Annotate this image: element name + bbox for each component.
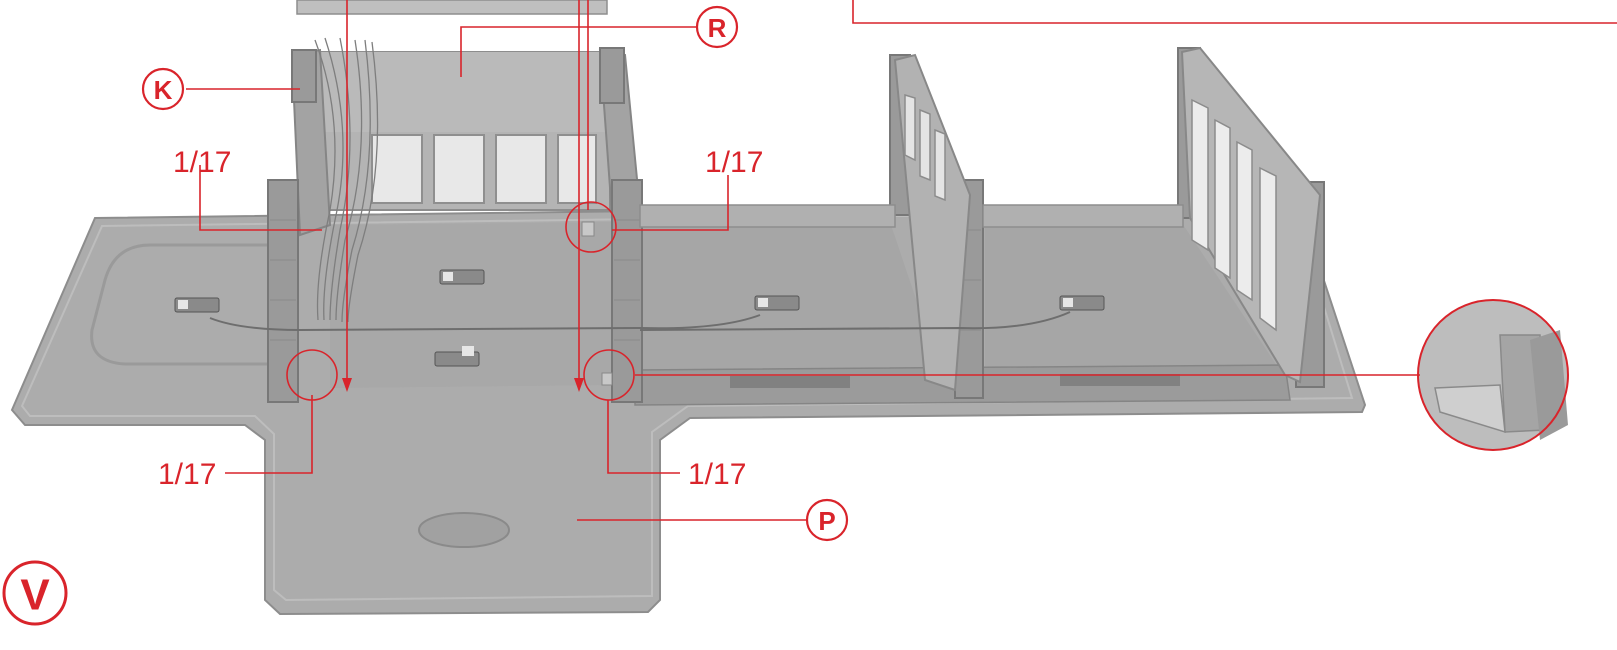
pillar-texture bbox=[270, 219, 981, 341]
arrow-down-icon-2 bbox=[574, 378, 584, 392]
part-number-top-left: 1/17 bbox=[173, 146, 231, 179]
part-number-bottom-left: 1/17 bbox=[158, 458, 216, 491]
bay-back-wall-1 bbox=[639, 204, 896, 228]
leader-part-top-left bbox=[199, 165, 322, 231]
round-recess bbox=[418, 512, 510, 548]
embossed-text-2 bbox=[1060, 374, 1180, 386]
leader-part-bottom-left bbox=[225, 395, 313, 474]
small-tab-2 bbox=[601, 372, 613, 386]
middle-wall-windows bbox=[904, 93, 946, 202]
bay-floor-2 bbox=[985, 220, 1285, 385]
top-part-fragment bbox=[296, 0, 608, 15]
right-wall-windows bbox=[1191, 98, 1277, 332]
track-groove bbox=[90, 243, 278, 366]
leader-r bbox=[460, 26, 697, 77]
badge-r: R bbox=[695, 5, 739, 49]
detail-zoom bbox=[1417, 299, 1569, 451]
step-badge-label: V bbox=[20, 571, 50, 620]
back-wall-top bbox=[305, 52, 605, 132]
bay-floor-0 bbox=[330, 222, 615, 388]
led-board-highlights bbox=[178, 272, 1073, 356]
step-badge: V bbox=[2, 560, 68, 626]
badge-p-label: P bbox=[818, 506, 835, 536]
back-wall-windows bbox=[371, 134, 597, 204]
badge-r-label: R bbox=[708, 13, 727, 43]
leader-part-bottom-mid bbox=[607, 400, 680, 474]
highlight-circles bbox=[286, 201, 635, 401]
embossed-text-1 bbox=[730, 376, 850, 388]
badge-p: P bbox=[805, 498, 849, 542]
leader-part-top-mid bbox=[612, 175, 729, 231]
wire-floor bbox=[209, 311, 1071, 332]
bay-back-wall-2 bbox=[982, 204, 1184, 228]
small-tab-1 bbox=[581, 221, 595, 237]
part-number-top-mid: 1/17 bbox=[705, 146, 763, 179]
callout-box-edge bbox=[852, 0, 1617, 24]
badge-k: K bbox=[141, 67, 185, 111]
part-number-bottom-mid: 1/17 bbox=[688, 458, 746, 491]
arrow-down-icon bbox=[342, 378, 352, 392]
badge-k-label: K bbox=[154, 75, 173, 105]
